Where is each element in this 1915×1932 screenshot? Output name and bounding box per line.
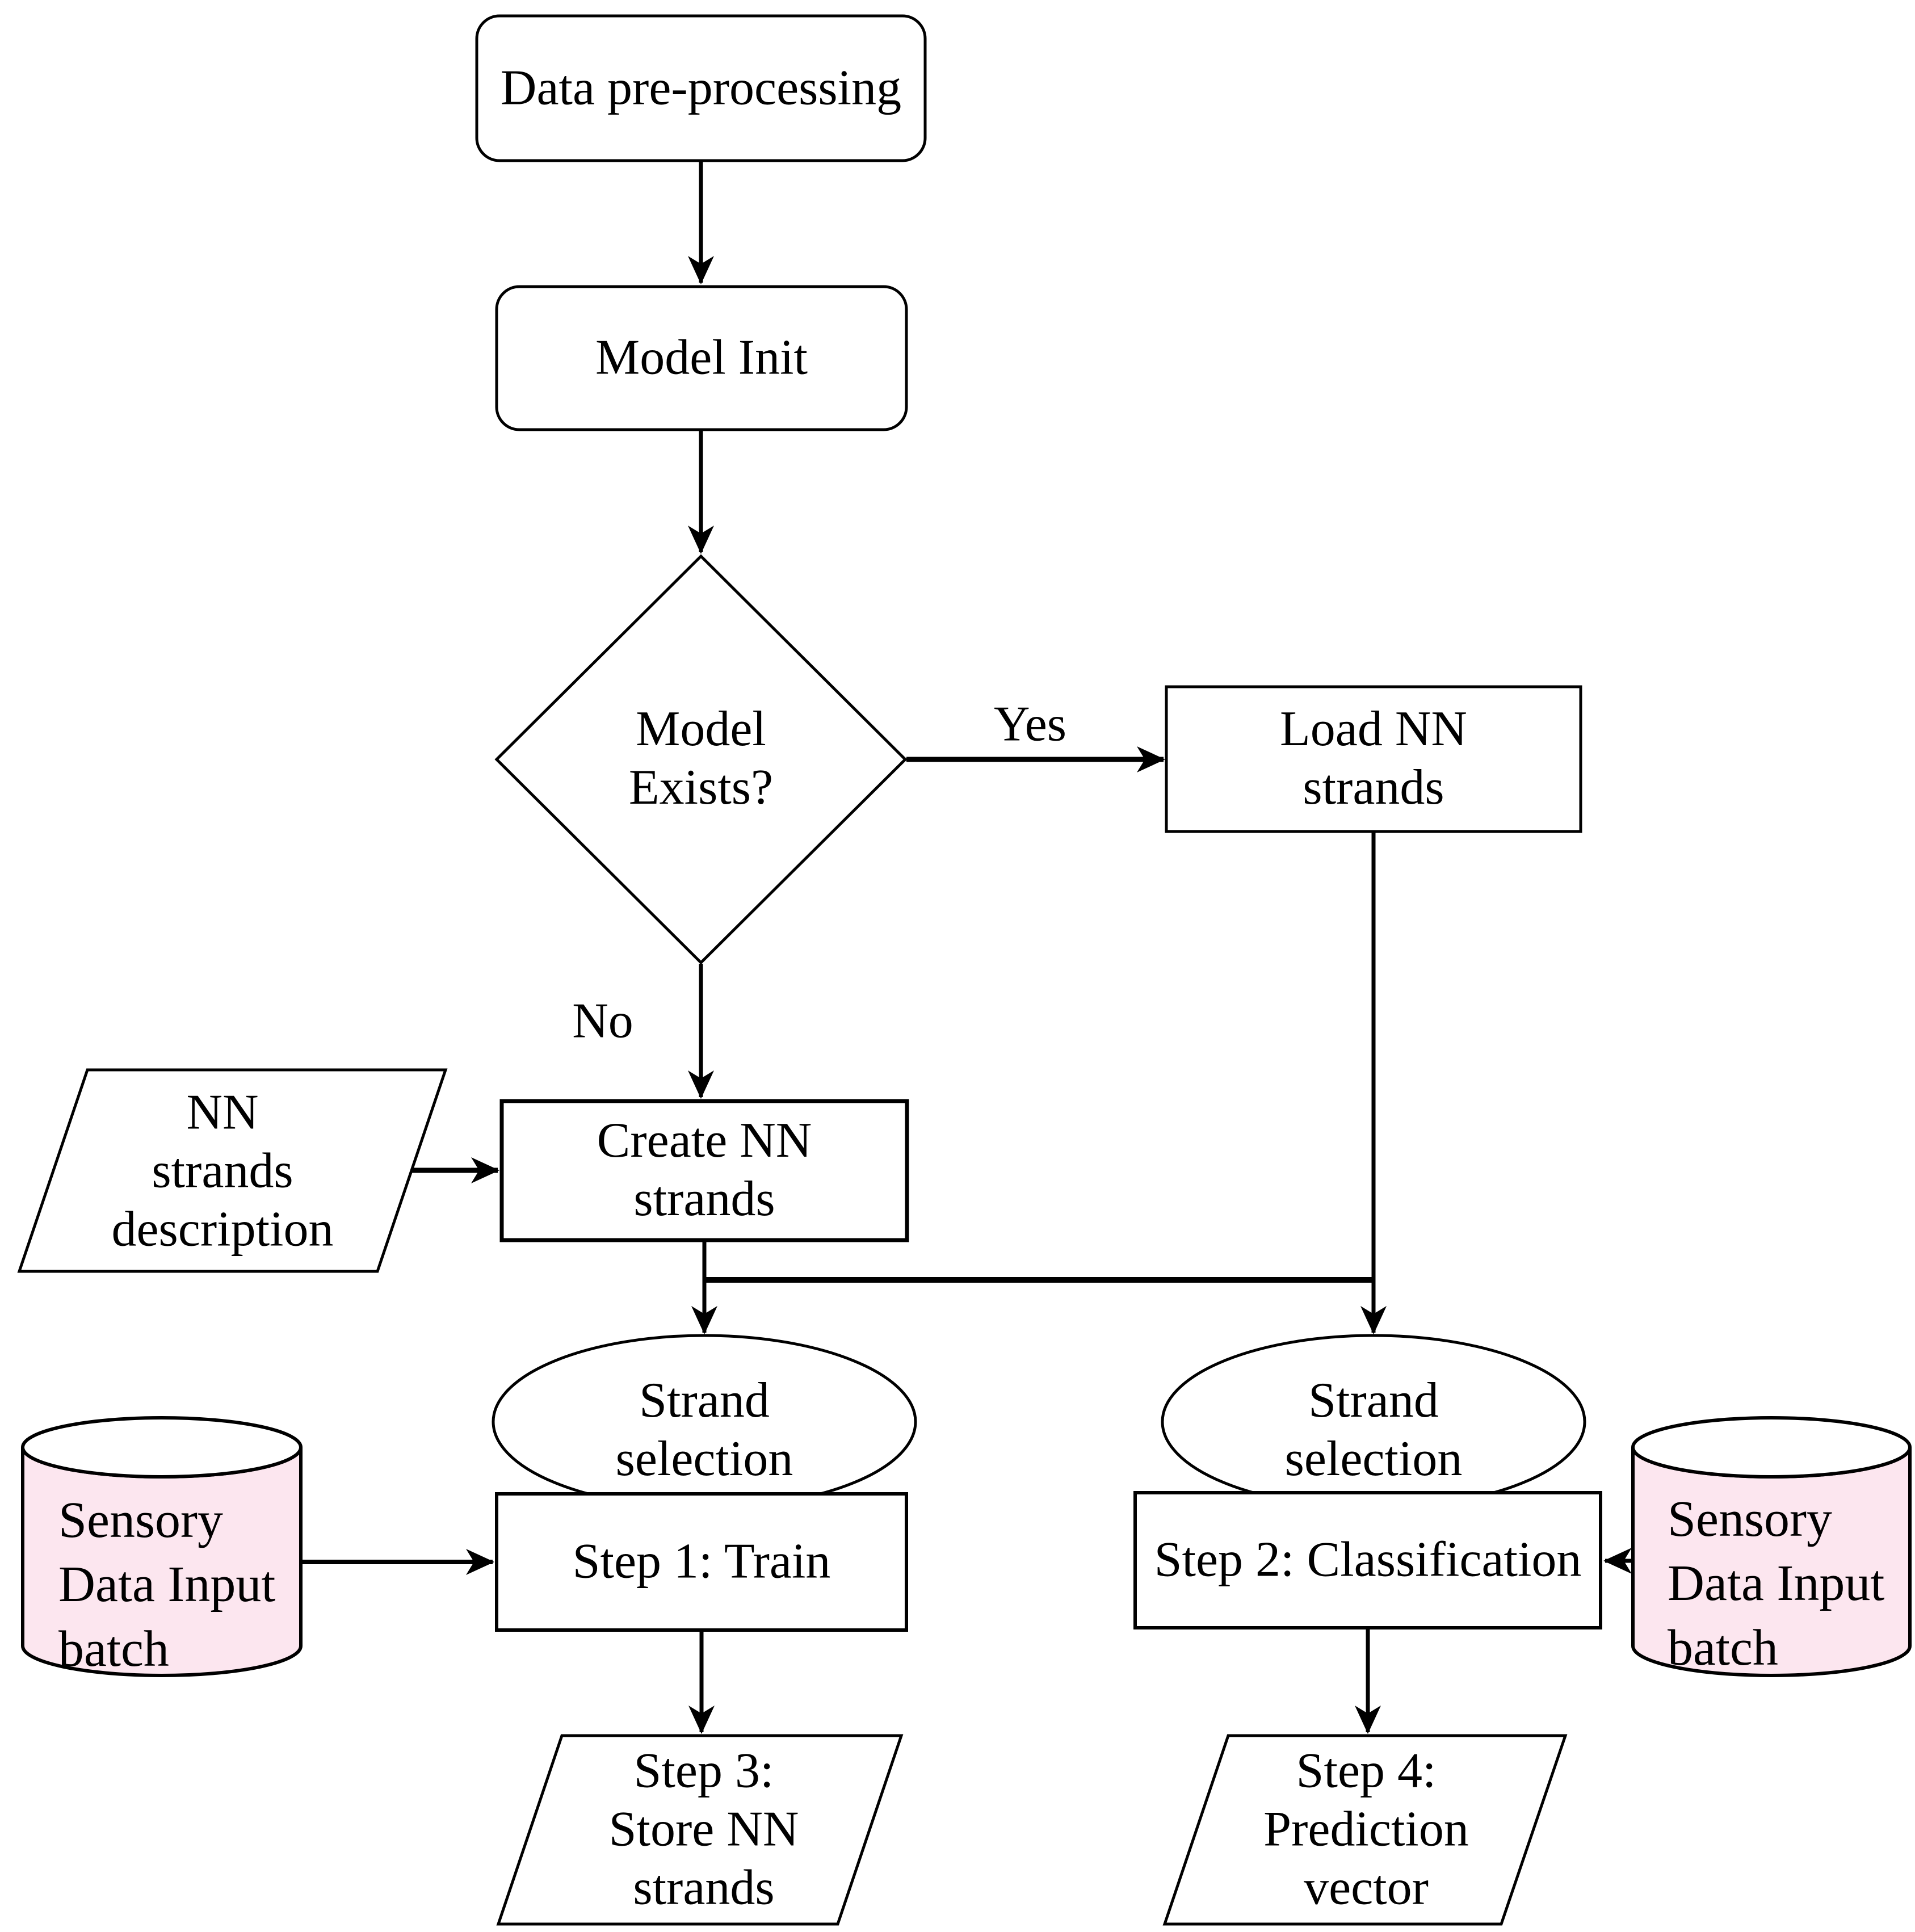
node-step4-prediction-parallelogram xyxy=(1162,1734,1568,1926)
node-step2-classification xyxy=(1133,1491,1602,1629)
label-nn-strands-description: NN strands description xyxy=(111,1085,334,1257)
node-step3-store-parallelogram xyxy=(496,1734,904,1926)
label-model-init: Model Init xyxy=(595,330,808,385)
label-data-preprocessing: Data pre-processing xyxy=(500,60,902,116)
node-step1-train xyxy=(495,1492,908,1632)
node-sensory-data-right-cylinder-top xyxy=(1631,1416,1912,1479)
label-edge-yes: Yes xyxy=(993,696,1067,752)
label-step1-train: Step 1: Train xyxy=(572,1534,831,1589)
label-step3-store-nn-strands: Step 3: Store NN strands xyxy=(608,1743,799,1916)
label-strand-selection-left: Strand selection xyxy=(615,1373,793,1486)
node-load-nn-strands xyxy=(1165,685,1582,833)
label-step4-prediction-vector: Step 4: Prediction vector xyxy=(1263,1743,1469,1916)
node-nn-strands-description-parallelogram xyxy=(17,1068,448,1273)
label-create-nn-strands: Create NN strands xyxy=(597,1113,812,1227)
node-model-init xyxy=(495,285,908,431)
label-model-exists: Model Exists? xyxy=(628,702,774,815)
node-sensory-data-left-cylinder-top xyxy=(21,1416,303,1479)
label-sensory-data-input-left: Sensory Data Input batch xyxy=(58,1492,276,1677)
label-load-nn-strands: Load NN strands xyxy=(1280,702,1467,815)
label-strand-selection-right: Strand selection xyxy=(1284,1373,1463,1486)
label-edge-no: No xyxy=(572,993,633,1049)
node-data-preprocessing xyxy=(475,14,927,162)
label-sensory-data-input-right: Sensory Data Input batch xyxy=(1668,1490,1885,1676)
label-step2-classification: Step 2: Classification xyxy=(1154,1532,1582,1587)
node-create-nn-strands xyxy=(499,1099,909,1242)
node-model-exists-diamond xyxy=(494,554,908,965)
